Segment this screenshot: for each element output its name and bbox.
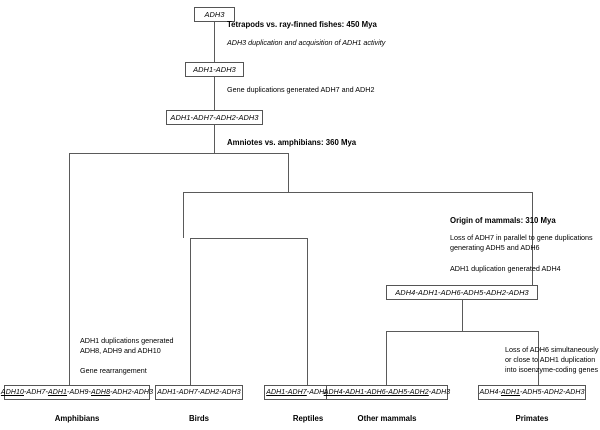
taxon-label-primates: Primates (515, 414, 549, 423)
event-primate-detail-line1: Loss of ADH6 simultaneously (505, 345, 599, 354)
terminal-box-primates: ADH4-ADH1-ADH5-ADH2-ADH3 (478, 385, 586, 400)
terminal-box-amphibians: ADH10-ADH7-ADH1-ADH9-ADH8-ADH2-ADH3 (0, 385, 153, 400)
gene-underline-run: ADH1-ADH7 (266, 389, 307, 396)
branch-sauropsids (183, 192, 184, 238)
node-n2-label: ADH1-ADH3 (193, 65, 236, 74)
node-box-root: ADH3 (194, 7, 235, 22)
gene-underline-run: ADH10 (0, 389, 24, 396)
split-othermammal-primate-bar (386, 331, 539, 332)
event-primate-detail-line2: or close to ADH1 duplication (505, 355, 596, 364)
gene-underline-run: ADH1 (500, 389, 521, 396)
edge-root-to-n2 (214, 22, 215, 62)
terminal-box-birds: ADH1-ADH7-ADH2-ADH3 (155, 385, 243, 400)
gene-underline-run: ADH8 (90, 389, 111, 396)
node-box-mammal-ancestor: ADH4-ADH1-ADH6-ADH5-ADH2-ADH3 (386, 285, 538, 300)
terminal-box-other-mammals: ADH4-ADH1-ADH6-ADH5-ADH2-ADH3 (323, 385, 450, 400)
node-box-adh1-adh3: ADH1-ADH3 (185, 62, 244, 77)
edge-n4-to-split4 (462, 300, 463, 331)
gene-underline-run: ADH4-ADH1-ADH6-ADH5-ADH2 (323, 389, 429, 396)
event-amniotes-heading: Amniotes vs. amphibians: 360 Mya (227, 138, 357, 147)
event-mammals-detail-line1: Loss of ADH7 in parallel to gene duplica… (450, 233, 593, 242)
event-duplication-detail: Gene duplications generated ADH7 and ADH… (227, 85, 375, 94)
event-amphibian-detail-line1: ADH1 duplications generated (80, 336, 174, 345)
branch-birds (190, 238, 191, 385)
event-amphibian-detail-line2: ADH8, ADH9 and ADH10 (80, 346, 161, 355)
branch-primates (538, 331, 539, 385)
event-mammals-detail-line2: generating ADH5 and ADH6 (450, 243, 540, 252)
branch-amphibians (69, 153, 70, 385)
split-amniote-amphibian-bar (69, 153, 289, 154)
split-bird-reptile-bar (190, 238, 308, 239)
gene-underline-run: ADH1 (47, 389, 68, 396)
taxon-label-reptiles: Reptiles (292, 414, 324, 423)
node-n4-label: ADH4-ADH1-ADH6-ADH5-ADH2-ADH3 (395, 288, 529, 297)
event-tetrapods-detail: ADH3 duplication and acquisition of ADH1… (227, 38, 386, 47)
event-gene-rearrangement: Gene rearrangement (80, 366, 147, 375)
split-sauropsid-mammal-bar (183, 192, 533, 193)
branch-mammals (532, 192, 533, 285)
node-n3-label: ADH1-ADH7-ADH2-ADH3 (170, 113, 259, 122)
branch-reptiles (307, 238, 308, 385)
taxon-label-other-mammals: Other mammals (357, 414, 417, 423)
event-adh4-detail: ADH1 duplication generated ADH4 (450, 264, 561, 273)
event-mammals-heading: Origin of mammals: 310 Mya (450, 216, 556, 225)
event-primate-detail-line3: into isoenzyme-coding genes (505, 365, 599, 374)
branch-other-mammals (386, 331, 387, 385)
edge-n2-to-n3 (214, 77, 215, 110)
taxon-label-amphibians: Amphibians (54, 414, 100, 423)
taxon-label-birds: Birds (189, 414, 209, 423)
node-root-label: ADH3 (204, 10, 225, 19)
edge-n3-to-split1 (214, 125, 215, 153)
branch-amniotes (288, 153, 289, 192)
node-box-adh1-adh7-adh2-adh3: ADH1-ADH7-ADH2-ADH3 (166, 110, 263, 125)
event-tetrapods-heading: Tetrapods vs. ray-finned fishes: 450 Mya (227, 20, 377, 29)
